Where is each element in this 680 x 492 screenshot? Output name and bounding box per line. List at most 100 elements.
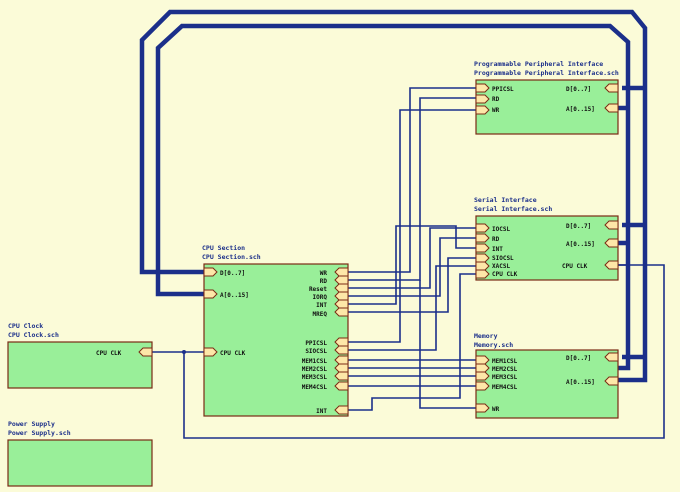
port-label: MEM1CSL (492, 358, 518, 365)
port-entry[interactable] (203, 289, 218, 299)
port-entry[interactable] (475, 355, 490, 365)
port-label: MEM3CSL (302, 374, 328, 381)
port-entry[interactable] (334, 299, 349, 309)
port-label: A[0..15] (566, 379, 595, 386)
port-label: RD (320, 278, 328, 285)
sheet-title: CPU Section (202, 244, 245, 252)
sheet-body[interactable] (475, 349, 619, 419)
sheet-filename: Serial Interface.sch (474, 205, 552, 213)
port-entry[interactable] (475, 261, 490, 271)
port-entry[interactable] (334, 291, 349, 301)
wire-wr (348, 87, 476, 273)
sheet-title: Power Supply (8, 420, 55, 428)
port-entry[interactable] (604, 83, 619, 93)
wire-cpu-clk-loop (183, 264, 665, 439)
sheet-body[interactable] (203, 263, 349, 417)
right-ports: D[0..7] A[0..15] CPU CLK (562, 220, 619, 270)
port-entry[interactable] (334, 345, 349, 355)
port-label: XACSL (492, 263, 510, 270)
port-label: MEM2CSL (492, 366, 518, 373)
port-entry[interactable] (475, 94, 490, 104)
port-entry[interactable] (475, 363, 490, 373)
port-label: MREQ (313, 311, 328, 318)
right-ports: CPU CLK (96, 347, 153, 357)
sheet-title: Memory (474, 332, 498, 340)
port-label: RD (492, 96, 500, 103)
sheet-cpu-clock[interactable]: CPU Clock CPU Clock.sch CPU CLK (7, 322, 153, 389)
port-label: PPICSL (305, 340, 327, 347)
port-label: CPU CLK (492, 271, 518, 278)
sheet-body[interactable] (7, 439, 153, 487)
port-entry[interactable] (604, 260, 619, 270)
port-label: INT (316, 408, 327, 415)
port-entry[interactable] (475, 233, 490, 243)
wire-ppicsl (348, 109, 476, 343)
port-label: Reset (309, 286, 327, 293)
port-entry[interactable] (334, 381, 349, 391)
port-entry[interactable] (475, 381, 490, 391)
port-label: CPU CLK (220, 350, 246, 357)
port-label: RD (492, 236, 500, 243)
wires (152, 87, 665, 439)
port-label: D[0..7] (566, 223, 591, 230)
port-label: SIOCSL (492, 255, 514, 262)
port-entry[interactable] (475, 105, 490, 115)
wire-siocsl (348, 265, 476, 351)
right-ports: D[0..7] A[0..15] (566, 352, 619, 386)
port-entry[interactable] (475, 269, 490, 279)
port-entry[interactable] (475, 243, 490, 253)
port-label: IORQ (313, 294, 328, 301)
port-entry[interactable] (203, 267, 218, 277)
port-entry[interactable] (334, 405, 349, 415)
port-entry[interactable] (334, 355, 349, 365)
port-label: INT (492, 246, 503, 253)
port-entry[interactable] (334, 371, 349, 381)
port-label: WR (492, 107, 500, 114)
port-entry[interactable] (475, 253, 490, 263)
port-entry[interactable] (334, 363, 349, 373)
sheet-programmable-peripheral[interactable]: Programmable Peripheral Interface Progra… (474, 60, 619, 135)
port-label: CPU CLK (96, 350, 122, 357)
sheet-body[interactable] (475, 215, 619, 281)
port-entry[interactable] (475, 403, 490, 413)
wire-int (348, 225, 476, 305)
port-entry[interactable] (475, 371, 490, 381)
port-entry[interactable] (604, 220, 619, 230)
port-label: A[0..15] (220, 292, 249, 299)
left-ports: MEM1CSL MEM2CSL MEM3CSL MEM4CSL WR (475, 355, 518, 413)
wire-mreq (348, 257, 476, 313)
wire-rd (348, 97, 476, 281)
port-entry[interactable] (334, 267, 349, 277)
port-entry[interactable] (475, 83, 490, 93)
sheet-serial-interface[interactable]: Serial Interface Serial Interface.sch IO… (474, 196, 619, 281)
port-entry[interactable] (334, 307, 349, 317)
port-entry[interactable] (203, 347, 218, 357)
port-entry[interactable] (334, 283, 349, 293)
sheet-power-supply[interactable]: Power Supply Power Supply.sch (7, 420, 153, 487)
port-label: IOCSL (492, 226, 510, 233)
port-entry[interactable] (604, 352, 619, 362)
wire-reset (348, 227, 476, 289)
sheet-memory[interactable]: Memory Memory.sch MEM1CSL MEM2CSL MEM3CS… (474, 332, 619, 419)
sheet-cpu-section[interactable]: CPU Section CPU Section.sch D[0..7] A[0.… (202, 244, 349, 417)
wire-mem-wr (419, 280, 476, 409)
sheet-title: Serial Interface (474, 196, 537, 204)
address-bus-inner (155, 23, 631, 371)
port-label: D[0..7] (566, 86, 591, 93)
port-entry[interactable] (604, 238, 619, 248)
port-label: MEM4CSL (492, 384, 518, 391)
port-label: INT (316, 302, 327, 309)
port-entry[interactable] (334, 275, 349, 285)
right-ports: WR RD Reset IORQ INT MREQ PPICSL SIOCSL … (302, 267, 349, 415)
port-entry[interactable] (334, 337, 349, 347)
port-entry[interactable] (138, 347, 153, 357)
sheet-filename: CPU Section.sch (202, 253, 261, 261)
sheet-body[interactable] (7, 341, 153, 389)
port-entry[interactable] (604, 376, 619, 386)
port-label: D[0..7] (220, 270, 245, 277)
port-entry[interactable] (604, 103, 619, 113)
port-label: CPU CLK (562, 263, 588, 270)
port-entry[interactable] (475, 223, 490, 233)
left-ports: IOCSL RD INT SIOCSL XACSL CPU CLK (475, 223, 518, 279)
